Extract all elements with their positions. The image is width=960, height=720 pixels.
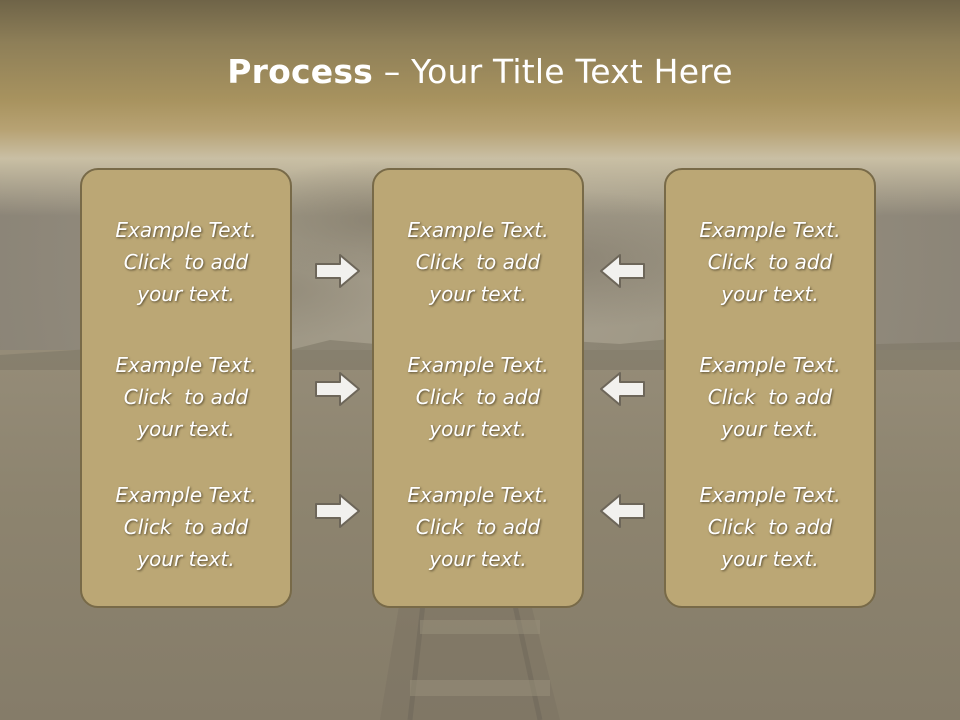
- left-arrow-icon[interactable]: [598, 492, 646, 530]
- text-line: Click to add: [415, 250, 541, 274]
- right-arrow-icon[interactable]: [314, 370, 362, 408]
- process-text[interactable]: Example Text. Click to add your text.: [666, 479, 874, 575]
- text-line: your text.: [721, 282, 819, 306]
- process-text[interactable]: Example Text. Click to add your text.: [82, 349, 290, 445]
- left-arrow-icon[interactable]: [598, 370, 646, 408]
- text-line: Click to add: [707, 515, 833, 539]
- text-line: Example Text.: [115, 218, 257, 242]
- text-line: Click to add: [415, 385, 541, 409]
- text-line: your text.: [137, 547, 235, 571]
- right-process-box[interactable]: Example Text. Click to add your text. Ex…: [664, 168, 876, 608]
- right-arrow-icon[interactable]: [314, 492, 362, 530]
- text-line: your text.: [137, 282, 235, 306]
- text-line: Click to add: [707, 250, 833, 274]
- left-arrow-icon[interactable]: [598, 252, 646, 290]
- text-line: your text.: [721, 417, 819, 441]
- right-arrow-icon[interactable]: [314, 252, 362, 290]
- process-text[interactable]: Example Text. Click to add your text.: [82, 479, 290, 575]
- text-line: Example Text.: [407, 353, 549, 377]
- text-line: Click to add: [123, 515, 249, 539]
- title-bold-text: Process: [227, 52, 374, 91]
- process-text[interactable]: Example Text. Click to add your text.: [374, 479, 582, 575]
- process-text[interactable]: Example Text. Click to add your text.: [82, 214, 290, 310]
- text-line: Example Text.: [407, 218, 549, 242]
- text-line: Click to add: [707, 385, 833, 409]
- text-line: your text.: [137, 417, 235, 441]
- process-text[interactable]: Example Text. Click to add your text.: [374, 349, 582, 445]
- process-text[interactable]: Example Text. Click to add your text.: [374, 214, 582, 310]
- text-line: your text.: [429, 417, 527, 441]
- process-text[interactable]: Example Text. Click to add your text.: [666, 214, 874, 310]
- text-line: Example Text.: [699, 483, 841, 507]
- left-process-box[interactable]: Example Text. Click to add your text. Ex…: [80, 168, 292, 608]
- text-line: Example Text.: [115, 483, 257, 507]
- text-line: Example Text.: [407, 483, 549, 507]
- text-line: your text.: [721, 547, 819, 571]
- process-text[interactable]: Example Text. Click to add your text.: [666, 349, 874, 445]
- text-line: your text.: [429, 547, 527, 571]
- text-line: Click to add: [415, 515, 541, 539]
- text-line: Example Text.: [699, 353, 841, 377]
- slide-title[interactable]: Process – Your Title Text Here: [0, 52, 960, 91]
- text-line: Example Text.: [115, 353, 257, 377]
- text-line: Click to add: [123, 250, 249, 274]
- center-process-box[interactable]: Example Text. Click to add your text. Ex…: [372, 168, 584, 608]
- text-line: Example Text.: [699, 218, 841, 242]
- text-line: Click to add: [123, 385, 249, 409]
- title-rest-text: – Your Title Text Here: [373, 52, 733, 91]
- text-line: your text.: [429, 282, 527, 306]
